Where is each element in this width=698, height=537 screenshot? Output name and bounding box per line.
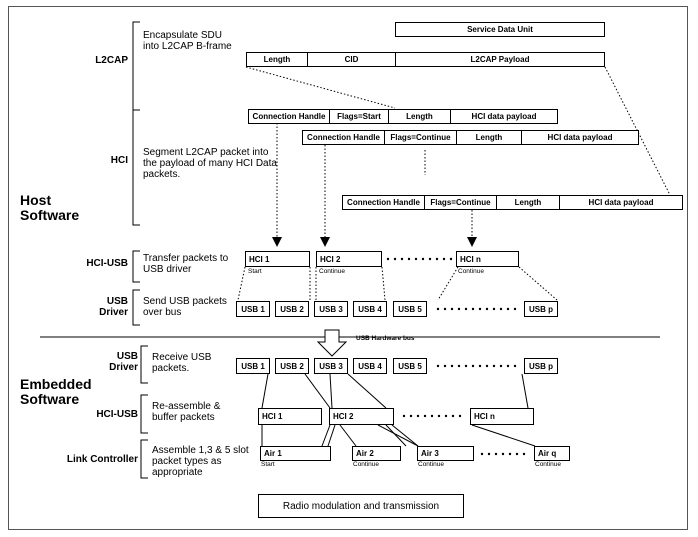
arrowhead-hcin — [467, 237, 477, 247]
arrowhead-hci1 — [272, 237, 282, 247]
embedded-software-title: Embedded Software — [20, 376, 92, 407]
desc-reassemble: Re-assemble & buffer packets — [152, 401, 221, 423]
usb-bus-arrow — [316, 329, 348, 357]
air-packet-3-sub: Continue — [418, 461, 445, 468]
air-packet-1: Air 1 — [260, 446, 331, 461]
hci-packet-2-length: Length — [456, 130, 522, 145]
usb-embedded-p: USB p — [524, 358, 558, 374]
layer-label-hci-usb: HCI-USB — [86, 258, 128, 269]
host-software-title: Host Software — [20, 192, 80, 223]
hci-packet-n-flags: Flags=Continue — [424, 195, 497, 210]
hci-usb-host-2: HCI 2 — [316, 251, 382, 267]
l2cap-bracket — [132, 21, 140, 111]
usb-host-4: USB 4 — [353, 301, 387, 317]
service-data-unit-box: Service Data Unit — [395, 22, 605, 37]
hci-packet-n-handle: Connection Handle — [342, 195, 425, 210]
hci-embedded-1: HCI 1 — [258, 408, 322, 425]
layer-label-hci-usb-embedded: HCI-USB — [96, 409, 138, 420]
usb-embedded-1: USB 1 — [236, 358, 270, 374]
usb-embedded-2: USB 2 — [275, 358, 309, 374]
hci-packet-2-handle: Connection Handle — [302, 130, 385, 145]
layer-label-link-controller: Link Controller — [66, 454, 138, 465]
hci-packet-n-payload: HCI data payload — [559, 195, 683, 210]
hci-usb-host-2-sub: Continue — [319, 268, 346, 275]
hci-packet-2-flags: Flags=Continue — [384, 130, 457, 145]
usb-host-5: USB 5 — [393, 301, 427, 317]
hci-bracket — [132, 109, 140, 226]
usb-host-1: USB 1 — [236, 301, 270, 317]
usb-recv-bracket — [140, 345, 148, 384]
radio-modulation-box: Radio modulation and transmission — [258, 494, 464, 518]
desc-usb-receive: Receive USB packets. — [152, 352, 212, 374]
usb-embedded-4: USB 4 — [353, 358, 387, 374]
usb-host-3: USB 3 — [314, 301, 348, 317]
assemble-bracket — [140, 439, 148, 479]
hci-usb-host-n-sub: Continue — [458, 268, 485, 275]
air-packet-q: Air q — [534, 446, 570, 461]
usb-host-p: USB p — [524, 301, 558, 317]
usb-hardware-bus-label: USB Hardware bus — [356, 335, 415, 342]
air-packet-q-sub: Continue — [535, 461, 562, 468]
hci-usb-bracket — [132, 250, 140, 283]
air-packet-2: Air 2 — [352, 446, 401, 461]
layer-label-hci: HCI — [110, 155, 128, 166]
layer-label-usb-driver: USB Driver — [99, 296, 128, 318]
reassemble-bracket — [140, 394, 148, 434]
desc-assemble: Assemble 1,3 & 5 slot packet types as ap… — [152, 445, 249, 478]
l2cap-field-cid: CID — [307, 52, 396, 67]
usb-host-2: USB 2 — [275, 301, 309, 317]
hci-packet-2-payload: HCI data payload — [521, 130, 639, 145]
desc-l2cap: Encapsulate SDU into L2CAP B-frame — [143, 30, 232, 52]
desc-usb-driver: Send USB packets over bus — [143, 296, 227, 318]
air-packet-3: Air 3 — [417, 446, 474, 461]
hci-usb-host-n: HCI n — [456, 251, 519, 267]
hci-packet-1-flags: Flags=Start — [329, 109, 389, 124]
hci-packet-1-length: Length — [388, 109, 451, 124]
arrowhead-hci2 — [320, 237, 330, 247]
usb-embedded-5: USB 5 — [393, 358, 427, 374]
air-packet-1-sub: Start — [261, 461, 275, 468]
l2cap-field-length: Length — [246, 52, 308, 67]
hci-packet-1-payload: HCI data payload — [450, 109, 558, 124]
hci-packet-n-length: Length — [496, 195, 560, 210]
hci-usb-host-1: HCI 1 — [245, 251, 310, 267]
desc-hci-usb: Transfer packets to USB driver — [143, 253, 229, 275]
usb-embedded-3: USB 3 — [314, 358, 348, 374]
usb-driver-bracket — [132, 289, 140, 326]
l2cap-field-payload: L2CAP Payload — [395, 52, 605, 67]
hci-embedded-n: HCI n — [470, 408, 534, 425]
hci-packet-1-handle: Connection Handle — [248, 109, 330, 124]
layer-label-l2cap: L2CAP — [95, 55, 128, 66]
layer-label-usb-driver-embedded: USB Driver — [109, 351, 138, 373]
diagram-frame — [8, 6, 688, 530]
air-packet-2-sub: Continue — [353, 461, 380, 468]
desc-hci: Segment L2CAP packet into the payload of… — [143, 147, 277, 180]
hci-embedded-2: HCI 2 — [329, 408, 394, 425]
hci-usb-host-1-sub: Start — [248, 268, 262, 275]
